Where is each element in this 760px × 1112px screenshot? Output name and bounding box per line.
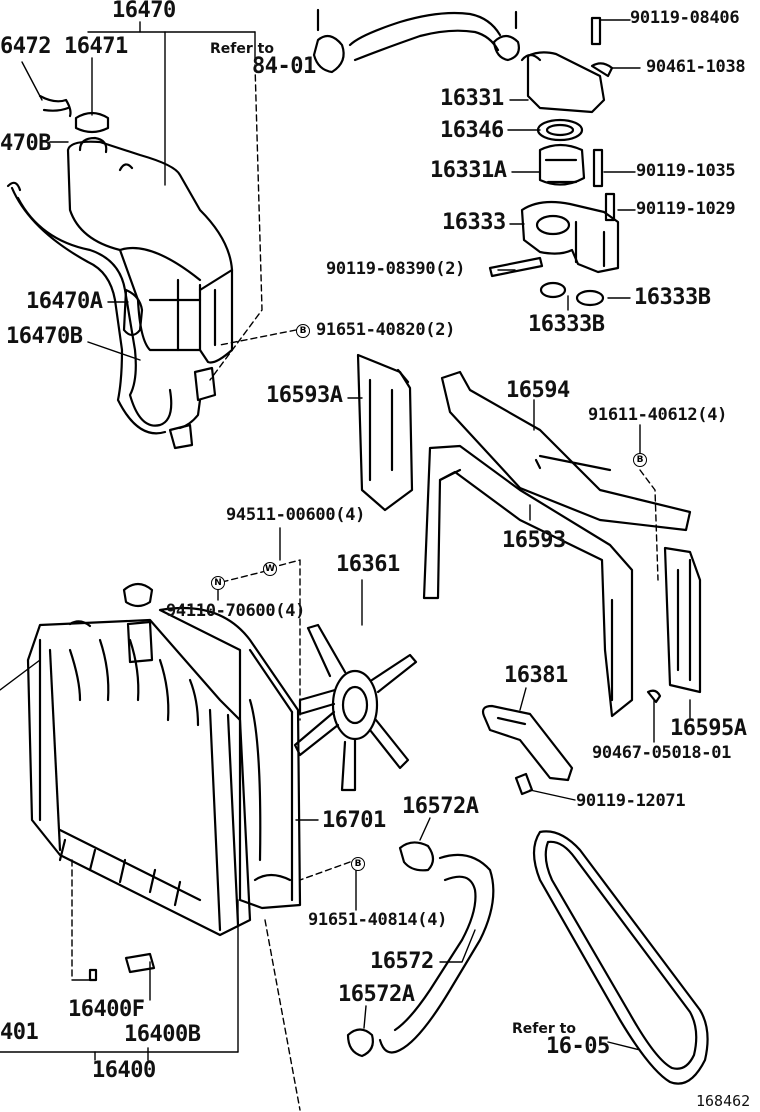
label-91611-40612: 91611-40612(4) (588, 405, 728, 425)
label-90119-1029: 90119-1029 (636, 199, 736, 219)
label-16472: 6472 (0, 34, 51, 59)
fan-shroud-side-a (356, 353, 414, 512)
label-16470: 16470 (112, 0, 176, 23)
label-16470b: 16470B (6, 324, 83, 349)
label-16400f: 16400F (68, 997, 145, 1022)
label-401: 401 (0, 1020, 39, 1045)
label-16400: 16400 (92, 1058, 156, 1083)
symbol-w-00600: W (263, 562, 277, 576)
label-16331a: 16331A (430, 158, 507, 183)
label-16593a: 16593A (266, 383, 343, 408)
label-16333b-right: 16333B (634, 285, 711, 310)
upper-hose (312, 8, 520, 74)
label-90119-12071: 90119-12071 (576, 791, 686, 811)
label-16333: 16333 (442, 210, 506, 235)
label-91651-40820: 91651-40820(2) (316, 320, 456, 340)
label-16572a-top: 16572A (402, 794, 479, 819)
refer-note-bottom: Refer to (512, 1021, 576, 1037)
label-16361: 16361 (336, 552, 400, 577)
label-90467-05018: 90467-05018-01 (592, 743, 732, 763)
refer-page-top: 84-01 (252, 54, 316, 79)
label-90119-08390: 90119-08390(2) (326, 259, 466, 279)
fan-shroud-upper (440, 370, 692, 532)
leader-lines (0, 19, 691, 1111)
symbol-b-40820: B (296, 324, 310, 338)
radiator-assembly (26, 582, 252, 982)
label-90461-1038: 90461-1038 (646, 57, 746, 77)
label-16594: 16594 (506, 378, 570, 403)
label-16572a-bottom: 16572A (338, 982, 415, 1007)
label-94511-00600: 94511-00600(4) (226, 505, 366, 525)
fan-shroud-side-b (663, 546, 702, 694)
label-16701: 16701 (322, 808, 386, 833)
lower-hose (346, 841, 495, 1058)
symbol-b-40814: B (351, 857, 365, 871)
v-belt (532, 830, 709, 1085)
label-94110-70600: 94110-70600(4) (166, 601, 306, 621)
label-16381: 16381 (504, 663, 568, 688)
fan-bracket (481, 689, 662, 796)
label-91651-40814: 91651-40814(4) (308, 910, 448, 930)
refer-note-top: Refer to (210, 41, 274, 57)
label-90119-1035: 90119-1035 (636, 161, 736, 181)
label-90119-08406: 90119-08406 (630, 8, 740, 28)
fan-shroud-main (422, 444, 634, 718)
figure-number: 168462 (696, 1092, 751, 1110)
label-16400b: 16400B (124, 1022, 201, 1047)
label-16346: 16346 (440, 118, 504, 143)
label-16595a: 16595A (670, 716, 747, 741)
label-16470a: 16470A (26, 289, 103, 314)
cooling-fan (293, 623, 418, 792)
label-16331: 16331 (440, 86, 504, 111)
refer-page-bottom: 16-05 (546, 1034, 610, 1059)
label-16593: 16593 (502, 528, 566, 553)
label-16471: 16471 (64, 34, 128, 59)
label-16470b-top: 470B (0, 131, 51, 156)
symbol-n-70600: N (211, 576, 225, 590)
thermostat-housing (488, 16, 620, 307)
reservoir-tank (6, 94, 234, 450)
symbol-b-40612: B (633, 453, 647, 467)
label-16572: 16572 (370, 949, 434, 974)
label-16333b-bottom: 16333B (528, 312, 605, 337)
fan-shroud-rear (158, 606, 302, 910)
